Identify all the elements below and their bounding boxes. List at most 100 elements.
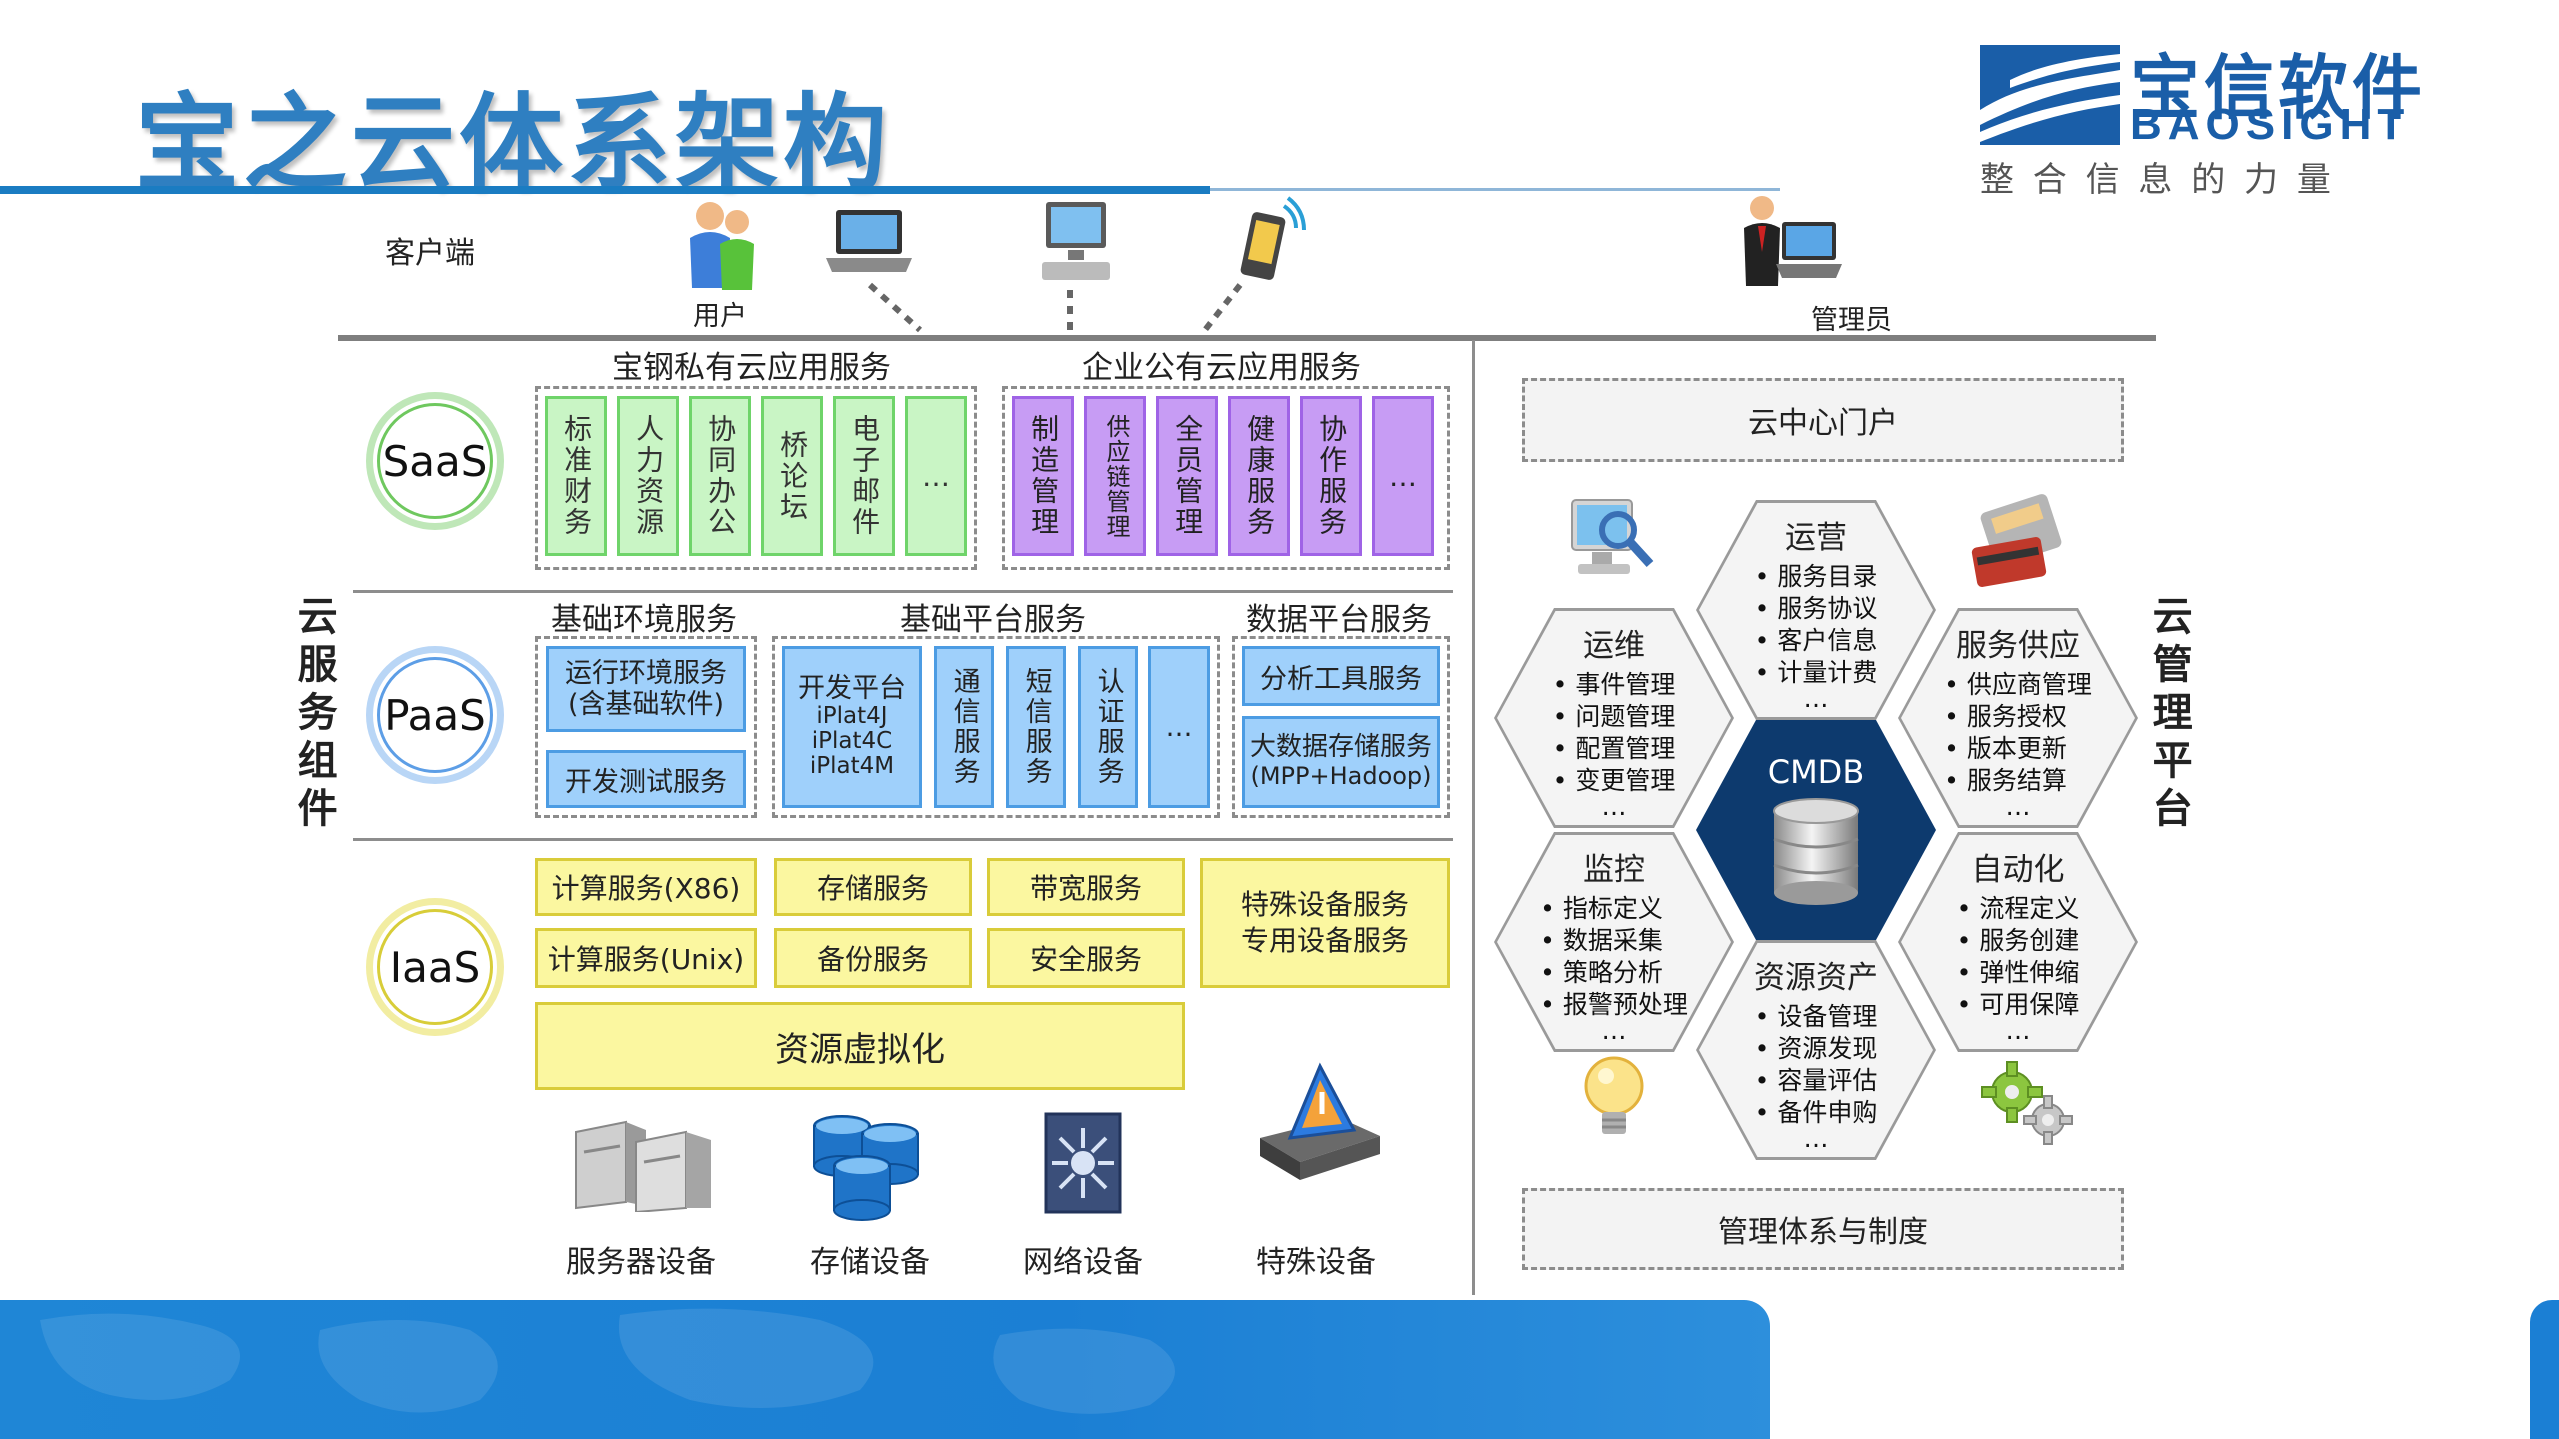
saas-private-item[interactable]: 协同办公: [689, 396, 751, 556]
hex-supply-list: • 供应商管理 • 服务授权 • 版本更新 • 服务结算 …: [1944, 669, 2092, 819]
hex-maintenance-item-text: 配置管理: [1575, 733, 1676, 763]
logo-mark-icon: [1980, 45, 2120, 145]
cloud-portal-box[interactable]: 云中心门户: [1522, 378, 2124, 462]
magnifier-monitor-icon: [1562, 494, 1662, 598]
hex-supply[interactable]: 服务供应 • 供应商管理 • 服务授权 • 版本更新 • 服务结算 …: [1901, 611, 2135, 825]
left-vertical-title: 云服务组件: [288, 590, 338, 840]
hex-maintenance-list: • 事件管理 • 问题管理 • 配置管理 • 变更管理 …: [1552, 669, 1676, 821]
hex-maintenance-item-text: 问题管理: [1575, 701, 1676, 731]
iaas-backup[interactable]: 备份服务: [774, 928, 972, 988]
hex-monitor-item-text: 报警预处理: [1562, 989, 1688, 1019]
saas-public-item-label: 协作服务: [1315, 414, 1349, 538]
saas-public-item[interactable]: 制造管理: [1012, 396, 1074, 556]
database-icon: [1773, 798, 1859, 905]
saas-private-item[interactable]: 标准财务: [545, 396, 607, 556]
hex-maintenance-item: • 事件管理: [1552, 669, 1676, 699]
hex-assets-item: • 设备管理: [1754, 1001, 1878, 1031]
paas-platform-item[interactable]: 认证服务: [1078, 646, 1138, 808]
admin-icon: [1736, 192, 1846, 296]
hex-maintenance-item-text: 事件管理: [1575, 669, 1676, 699]
paas-bigdata-service[interactable]: 大数据存储服务 (MPP+Hadoop): [1242, 716, 1440, 808]
device-label: 存储设备: [810, 1245, 930, 1280]
paas-bigdata-label: 大数据存储服务: [1249, 732, 1432, 763]
saas-private-item[interactable]: 人力资源: [617, 396, 679, 556]
saas-private-item[interactable]: 电子邮件: [833, 396, 895, 556]
title-underline: [0, 186, 1210, 194]
hex-monitor-item-text: 数据采集: [1562, 925, 1663, 955]
saas-public-item-label: 全员管理: [1171, 414, 1205, 538]
cloud-portal-label: 云中心门户: [1748, 406, 1898, 441]
saas-public-item[interactable]: 协作服务: [1300, 396, 1362, 556]
hex-automation-item: • 可用保障: [1956, 989, 2080, 1019]
clients-divider: [338, 335, 2156, 341]
hex-automation-item-text: 可用保障: [1979, 989, 2080, 1019]
hex-ops-item-text: 服务协议: [1777, 593, 1878, 623]
iaas-badge-text: IaaS: [389, 942, 481, 992]
hex-automation-more: …: [2005, 1015, 2031, 1045]
hex-automation[interactable]: 自动化 • 流程定义 • 服务创建 • 弹性伸缩 • 可用保障 …: [1901, 835, 2135, 1049]
hex-monitor[interactable]: 监控 • 指标定义 • 数据采集 • 策略分析 • 报警预处理 …: [1497, 835, 1731, 1049]
hex-assets[interactable]: 资源资产 • 设备管理 • 资源发现 • 容量评估 • 备件申购 …: [1699, 943, 1933, 1157]
desktop-icon: [1036, 200, 1116, 294]
management-system-box[interactable]: 管理体系与制度: [1522, 1188, 2124, 1270]
hex-maintenance-item: • 问题管理: [1552, 701, 1676, 731]
iaas-compute-unix[interactable]: 计算服务(Unix): [535, 928, 757, 988]
server-icon: [566, 1112, 726, 1216]
iaas-special[interactable]: 特殊设备服务 专用设备服务: [1200, 858, 1450, 988]
paas-platform-item[interactable]: 通信服务: [934, 646, 994, 808]
user-icon: [682, 198, 762, 298]
hex-assets-title: 资源资产: [1754, 959, 1878, 996]
paas-analysis-service[interactable]: 分析工具服务: [1242, 646, 1440, 706]
paas-runtime-service[interactable]: 运行环境服务(含基础软件): [546, 646, 746, 732]
saas-badge-text: SaaS: [382, 436, 488, 486]
hex-ops-item: • 服务协议: [1754, 593, 1878, 623]
device-label: 特殊设备: [1256, 1245, 1376, 1280]
company-logo: 宝信软件 BAOSIGHT 整 合 信 息 的 力 量: [1980, 40, 2520, 200]
iaas-virtualization[interactable]: 资源虚拟化: [535, 1002, 1185, 1090]
paas-platform-item-label: 短信服务: [1020, 667, 1052, 787]
iaas-bandwidth[interactable]: 带宽服务: [987, 858, 1185, 916]
saas-public-title: 企业公有云应用服务: [1082, 350, 1361, 386]
laptop-icon: [826, 208, 912, 282]
saas-private-item-label: 桥论坛: [776, 429, 810, 523]
paas-dev-platform[interactable]: 开发平台 iPlat4J iPlat4C iPlat4M: [782, 646, 922, 808]
saas-private-item[interactable]: …: [905, 396, 967, 556]
logo-cn: 宝信软件: [2130, 47, 2426, 129]
hex-assets-item: • 容量评估: [1754, 1065, 1878, 1095]
hex-supply-item: • 服务授权: [1944, 701, 2067, 731]
hex-supply-item: • 版本更新: [1944, 733, 2067, 763]
iaas-storage[interactable]: 存储服务: [774, 858, 972, 916]
saas-badge: SaaS: [366, 392, 504, 530]
paas-badge-inner: PaaS: [377, 657, 493, 773]
hex-supply-title: 服务供应: [1956, 627, 2080, 664]
hex-monitor-item: • 报警预处理: [1540, 989, 1688, 1019]
hex-assets-item-text: 容量评估: [1777, 1065, 1878, 1095]
footer-band: [0, 1300, 1770, 1439]
iaas-security-label: 安全服务: [1029, 943, 1142, 976]
paas-platform-item[interactable]: 短信服务: [1006, 646, 1066, 808]
hex-maintenance[interactable]: 运维 • 事件管理 • 问题管理 • 配置管理 • 变更管理 …: [1497, 611, 1731, 825]
hex-ops-item: • 服务目录: [1754, 561, 1878, 591]
iaas-special-label: 特殊设备服务: [1240, 887, 1409, 921]
iaas-backup-label: 备份服务: [816, 943, 929, 976]
iaas-compute-x86[interactable]: 计算服务(X86): [535, 858, 757, 916]
hex-monitor-item-text: 指标定义: [1562, 893, 1663, 923]
saas-public-item[interactable]: 供应链管理: [1084, 396, 1146, 556]
paas-platform-item[interactable]: …: [1148, 646, 1210, 808]
paas-devtest-service[interactable]: 开发测试服务: [546, 750, 746, 808]
hex-ops[interactable]: 运营 • 服务目录 • 服务协议 • 客户信息 • 计量计费 …: [1699, 503, 1933, 717]
hex-ops-more: …: [1803, 683, 1829, 713]
saas-public-item[interactable]: …: [1372, 396, 1434, 556]
hex-cmdb[interactable]: CMDB: [1696, 720, 1936, 940]
clients-label: 客户端: [385, 236, 475, 271]
saas-public-item[interactable]: 健康服务: [1228, 396, 1290, 556]
saas-public-item[interactable]: 全员管理: [1156, 396, 1218, 556]
hex-ops-title: 运营: [1785, 519, 1847, 556]
hex-maintenance-more: …: [1601, 791, 1627, 821]
iaas-security[interactable]: 安全服务: [987, 928, 1185, 988]
saas-public-item-label: 健康服务: [1243, 414, 1277, 538]
paas-platform-item-label: 认证服务: [1092, 667, 1124, 787]
saas-private-group: [535, 386, 977, 570]
paas-data-platform-title: 数据平台服务: [1246, 602, 1432, 638]
saas-private-item[interactable]: 桥论坛: [761, 396, 823, 556]
